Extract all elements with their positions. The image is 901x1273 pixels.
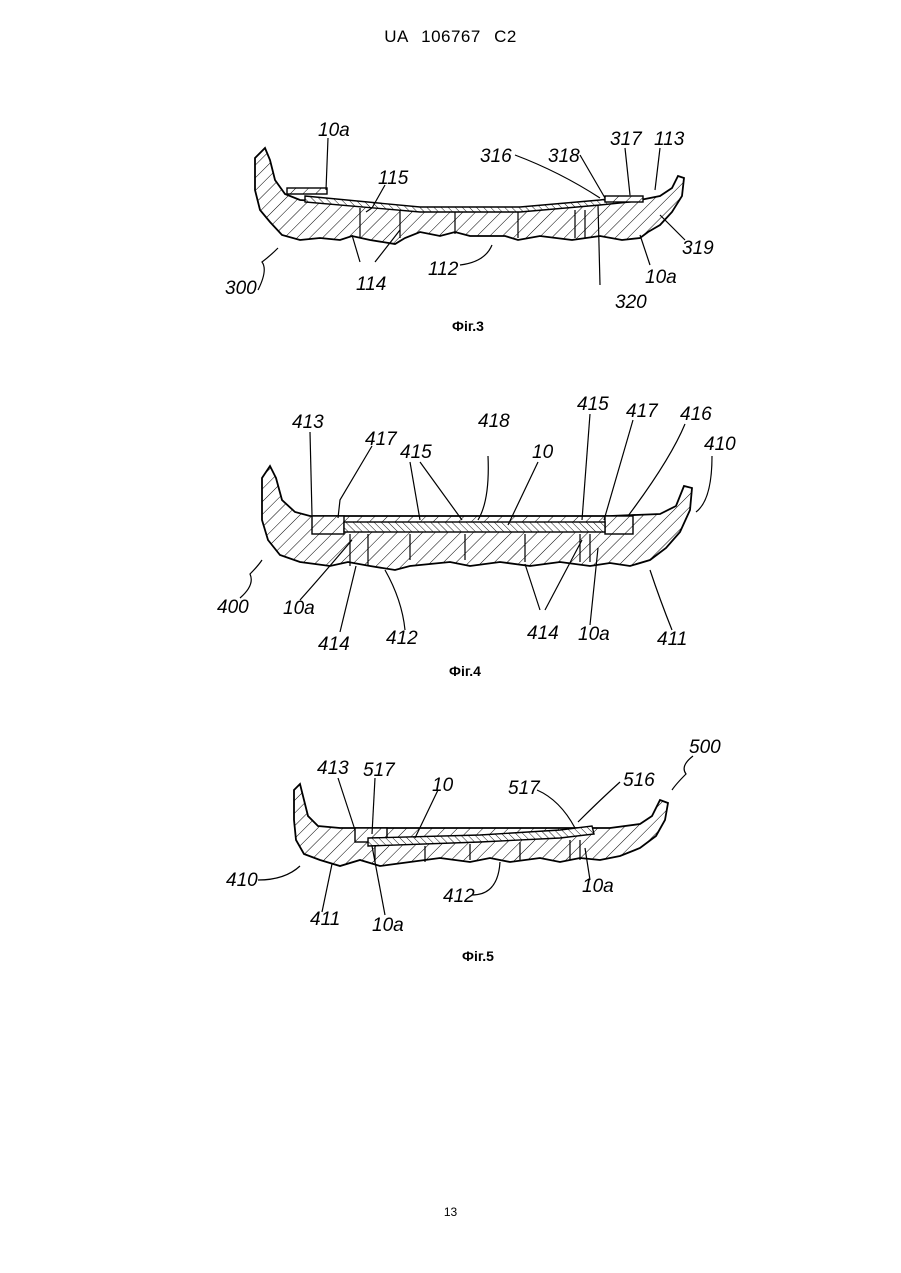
fig5-label-500: 500 [689, 737, 721, 758]
fig3-label-112: 112 [428, 259, 459, 280]
fig5-label-411: 411 [310, 909, 340, 930]
fig4-frame-left [312, 516, 344, 534]
fig5-label-517-right: 517 [508, 778, 541, 799]
fig4-label-413: 413 [292, 412, 324, 433]
fig5-label-410: 410 [226, 870, 258, 891]
fig4-label-414-left: 414 [318, 634, 350, 655]
figure-3: 10a 115 114 112 316 318 317 113 319 10a … [225, 120, 714, 313]
fig4-label-10a-right: 10a [578, 624, 610, 645]
fig3-label-316: 316 [480, 146, 512, 167]
fig5-label-10a-left: 10a [372, 915, 404, 936]
fig4-label-418: 418 [478, 411, 510, 432]
fig4-label-10: 10 [532, 442, 554, 463]
fig4-label-416: 416 [680, 404, 712, 425]
fig5-label-413: 413 [317, 758, 349, 779]
figure-3-caption: Фіг.3 [452, 318, 484, 334]
fig3-label-10a-right: 10a [645, 267, 677, 288]
fig5-label-516: 516 [623, 770, 655, 791]
fig4-label-10a-left: 10a [283, 598, 315, 619]
fig4-label-400: 400 [217, 597, 249, 618]
fig4-label-417-left: 417 [365, 429, 398, 450]
fig3-pad-left [287, 188, 327, 194]
figure-5: 413 517 10 517 516 500 410 411 10a 412 1… [226, 737, 721, 936]
fig5-label-517-left: 517 [363, 760, 396, 781]
fig3-label-319: 319 [682, 238, 714, 259]
figure-4-caption: Фіг.4 [449, 663, 481, 679]
figure-4: 413 417 415 418 10 415 417 416 410 400 1… [217, 394, 736, 655]
fig4-label-414-right: 414 [527, 623, 559, 644]
fig4-label-415-right: 415 [577, 394, 609, 415]
fig5-label-10a-right: 10a [582, 876, 614, 897]
fig3-label-10a-top: 10a [318, 120, 350, 141]
fig3-label-317: 317 [610, 129, 643, 150]
fig3-pad-right [605, 196, 643, 202]
fig4-label-415-left: 415 [400, 442, 432, 463]
fig4-label-417-right: 417 [626, 401, 659, 422]
fig5-label-412: 412 [443, 886, 475, 907]
fig5-label-10: 10 [432, 775, 454, 796]
page-number: 13 [0, 1205, 901, 1219]
fig5-sole-body [294, 784, 668, 866]
fig4-label-410: 410 [704, 434, 736, 455]
fig3-label-320: 320 [615, 292, 647, 313]
fig3-label-114: 114 [356, 274, 386, 295]
fig4-label-411: 411 [657, 629, 687, 650]
fig3-label-113: 113 [654, 129, 685, 150]
fig4-label-412: 412 [386, 628, 418, 649]
fig4-frame-right [605, 516, 633, 534]
fig3-label-115: 115 [378, 168, 409, 189]
fig3-label-300: 300 [225, 278, 257, 299]
fig4-lens [344, 522, 605, 532]
figure-5-caption: Фіг.5 [462, 948, 494, 964]
fig3-label-318: 318 [548, 146, 580, 167]
